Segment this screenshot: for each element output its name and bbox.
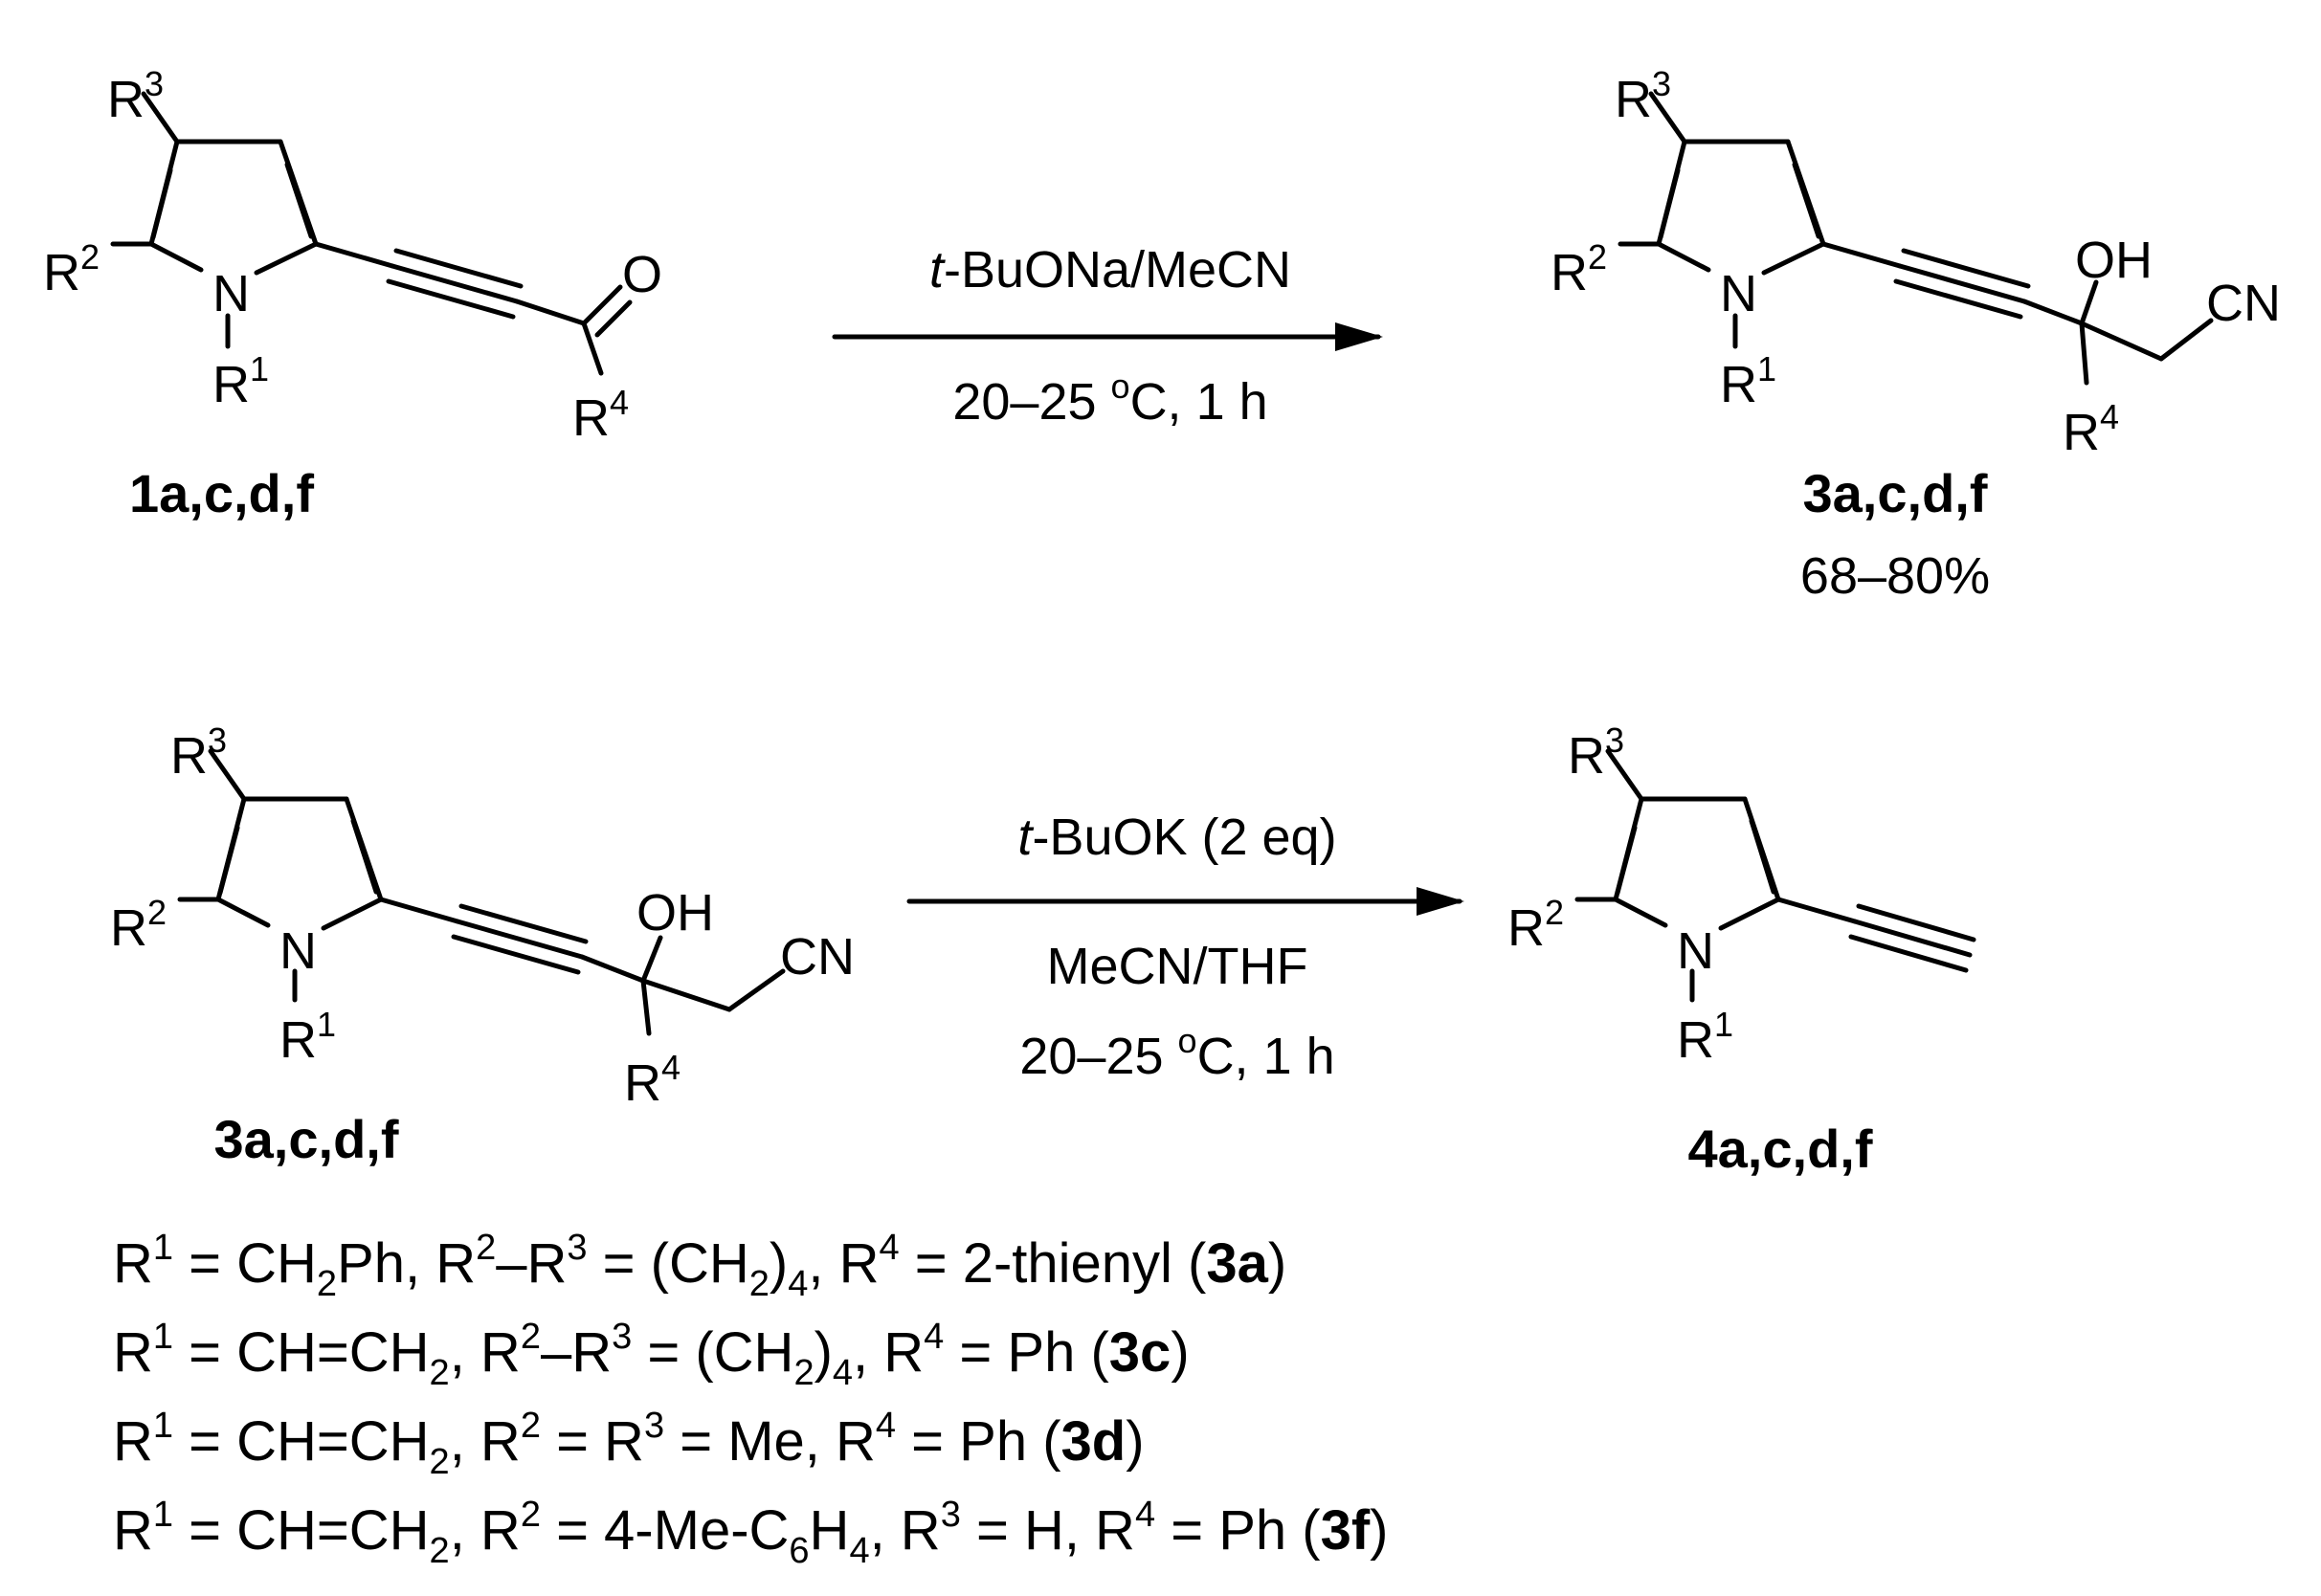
- legend-line: R1 = CH2Ph, R2–R3 = (CH2)4, R4 = 2-thien…: [113, 1228, 1286, 1304]
- atom-label: R2: [110, 893, 167, 957]
- atom-label: R2: [1507, 893, 1564, 957]
- compound-3-top-structure: [1618, 91, 2214, 386]
- reaction-2-conditions: 20–25 oC, 1 h: [1019, 1021, 1334, 1085]
- reaction-1-reagent: t-BuONa/MeCN: [929, 241, 1291, 299]
- compound-1-atoms: R3 R2 N R1 O R4: [43, 64, 662, 447]
- atom-label: R3: [170, 720, 227, 785]
- atom-label: O: [622, 246, 662, 303]
- atom-label: OH: [2075, 232, 2153, 289]
- legend-line: R1 = CH=CH2, R2–R3 = (CH2)4, R4 = Ph (3c…: [113, 1317, 1190, 1393]
- compound-label-4: 4a,c,d,f: [1688, 1119, 1873, 1179]
- legend-line: R1 = CH=CH2, R2 = R3 = Me, R4 = Ph (3d): [113, 1406, 1145, 1482]
- atom-label: R2: [43, 237, 100, 301]
- atom-label: OH: [636, 884, 714, 942]
- compound-4-structure: [1574, 748, 1976, 1003]
- atom-label: R3: [1568, 720, 1624, 785]
- atom-label: N: [1677, 922, 1714, 980]
- reaction-2-reagent: t-BuOK (2 eq): [1017, 809, 1336, 866]
- atom-label: N: [212, 265, 250, 322]
- reaction-1-conditions: 20–25 oC, 1 h: [952, 366, 1267, 431]
- compound-3-bottom-atoms: R3 R2 N R1 OH CN R4: [110, 720, 855, 1112]
- atom-label: R4: [572, 383, 629, 447]
- legend-line: R1 = CH=CH2, R2 = 4-Me-C6H4, R3 = H, R4 …: [113, 1495, 1388, 1571]
- compound-3-bottom-structure: [177, 748, 786, 1036]
- atom-label: R1: [1677, 1005, 1733, 1069]
- substituent-legend: R1 = CH2Ph, R2–R3 = (CH2)4, R4 = 2-thien…: [113, 1228, 1388, 1571]
- compound-4-atoms: R3 R2 N R1: [1507, 720, 1733, 1069]
- atom-label: N: [1720, 265, 1757, 322]
- compound-label-3-top: 3a,c,d,f: [1803, 463, 1988, 523]
- atom-label: R1: [212, 349, 269, 413]
- yield-label: 68–80%: [1800, 547, 1990, 605]
- compound-label-3-bottom: 3a,c,d,f: [214, 1109, 399, 1169]
- atom-label: CN: [780, 928, 855, 986]
- atom-label: R4: [2063, 397, 2119, 461]
- atom-label: R3: [1615, 64, 1671, 128]
- atom-label: R2: [1551, 237, 1607, 301]
- atom-label: R3: [107, 64, 164, 128]
- compound-label-1: 1a,c,d,f: [129, 463, 314, 523]
- compound-1-structure: [110, 91, 633, 376]
- atom-label: R1: [279, 1005, 336, 1069]
- compound-3-top-atoms: R3 R2 N R1 OH CN R4: [1551, 64, 2281, 461]
- atom-label: R1: [1720, 349, 1776, 413]
- atom-label: CN: [2206, 275, 2281, 332]
- atom-label: N: [279, 922, 317, 980]
- reaction-2-solvent: MeCN/THF: [1047, 938, 1308, 995]
- atom-label: R4: [624, 1048, 681, 1112]
